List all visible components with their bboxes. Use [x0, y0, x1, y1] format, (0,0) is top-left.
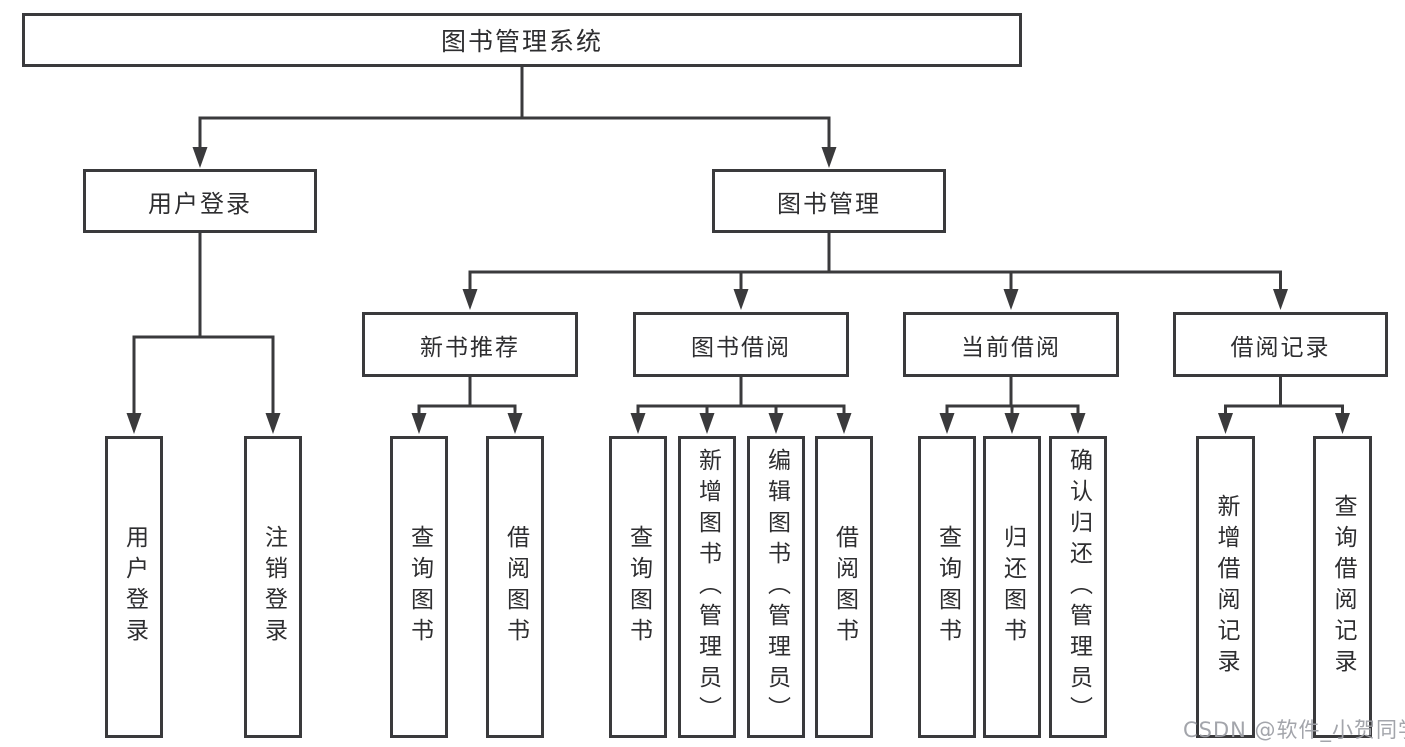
arrow-down-icon: [699, 413, 715, 434]
arrow-down-icon: [126, 413, 142, 434]
arrow-down-icon: [507, 413, 523, 434]
node-user-login: 用户登录: [83, 169, 317, 233]
leaf-borrow-books-label: 借阅图书: [831, 525, 858, 649]
leaf-borrow-books: 借阅图书: [815, 436, 873, 738]
arrow-down-icon: [733, 289, 749, 310]
leaf-add-books-admin: 新增图书（管理员）: [678, 436, 736, 738]
leaf-edit-books-admin: 编辑图书（管理员）: [747, 436, 805, 738]
leaf-return-books-label: 归还图书: [999, 525, 1026, 649]
connector-userlogin-to-leaves: [132, 231, 275, 416]
arrow-down-icon: [768, 413, 784, 434]
node-book-management-label: 图书管理: [777, 189, 881, 218]
leaf-query-borrow-record: 查询借阅记录: [1313, 436, 1372, 738]
connector-borrow-to-leaves: [636, 375, 846, 416]
csdn-watermark: CSDN @软件_小贺同学: [1183, 718, 1405, 742]
arrow-down-icon: [462, 289, 478, 310]
arrow-down-icon: [1218, 413, 1233, 434]
leaf-user-login: 用户登录: [105, 436, 163, 738]
arrow-down-icon: [1003, 289, 1019, 310]
leaf-edit-books-admin-label: 编辑图书（管理员）: [763, 447, 790, 727]
leaf-borrow-query-books-label: 查询图书: [625, 525, 652, 649]
arrow-down-icon: [821, 147, 837, 168]
leaf-current-query-books-label: 查询图书: [934, 525, 961, 649]
leaf-logout: 注销登录: [244, 436, 302, 738]
leaf-recommend-borrow-books-label: 借阅图书: [502, 525, 529, 649]
arrow-down-icon: [1070, 413, 1086, 434]
node-user-login-label: 用户登录: [148, 189, 252, 218]
node-borrow-records-label: 借阅记录: [1230, 334, 1331, 361]
node-book-borrow-label: 图书借阅: [691, 334, 791, 361]
leaf-query-borrow-record-label: 查询借阅记录: [1330, 494, 1356, 680]
arrow-down-icon: [1335, 413, 1350, 434]
leaf-recommend-borrow-books: 借阅图书: [486, 436, 544, 738]
node-borrow-records: 借阅记录: [1173, 312, 1388, 377]
node-current-borrow: 当前借阅: [903, 312, 1119, 377]
connector-recommend-to-leaves: [417, 375, 517, 416]
leaf-confirm-return-admin: 确认归还（管理员）: [1049, 436, 1107, 738]
leaf-current-query-books: 查询图书: [918, 436, 976, 738]
arrow-down-icon: [265, 413, 281, 434]
arrow-down-icon: [192, 147, 208, 168]
leaf-add-borrow-record-label: 新增借阅记录: [1213, 494, 1239, 680]
leaf-logout-label: 注销登录: [260, 525, 287, 649]
arrow-down-icon: [1273, 289, 1288, 310]
arrow-down-icon: [411, 413, 427, 434]
node-book-management: 图书管理: [712, 169, 946, 233]
leaf-add-borrow-record: 新增借阅记录: [1196, 436, 1255, 738]
node-new-book-recommend-label: 新书推荐: [420, 334, 520, 361]
node-current-borrow-label: 当前借阅: [961, 334, 1061, 361]
leaf-recommend-query-books: 查询图书: [390, 436, 448, 738]
leaf-return-books: 归还图书: [983, 436, 1041, 738]
arrow-down-icon: [939, 413, 955, 434]
arrow-down-icon: [630, 413, 646, 434]
node-book-borrow: 图书借阅: [633, 312, 849, 377]
node-root-system: 图书管理系统: [22, 13, 1022, 67]
leaf-user-login-label: 用户登录: [121, 525, 148, 649]
connector-records-to-leaves: [1224, 375, 1344, 416]
connector-bookmgmt-to-level3: [468, 231, 1282, 292]
connector-root-to-level2: [198, 62, 831, 149]
connector-current-to-leaves: [945, 375, 1080, 416]
arrow-down-icon: [836, 413, 852, 434]
node-new-book-recommend: 新书推荐: [362, 312, 578, 377]
leaf-add-books-admin-label: 新增图书（管理员）: [694, 447, 721, 727]
node-root-system-label: 图书管理系统: [440, 27, 603, 56]
leaf-borrow-query-books: 查询图书: [609, 436, 667, 738]
leaf-recommend-query-books-label: 查询图书: [406, 525, 433, 649]
leaf-confirm-return-admin-label: 确认归还（管理员）: [1065, 447, 1092, 727]
arrow-down-icon: [1004, 413, 1020, 434]
